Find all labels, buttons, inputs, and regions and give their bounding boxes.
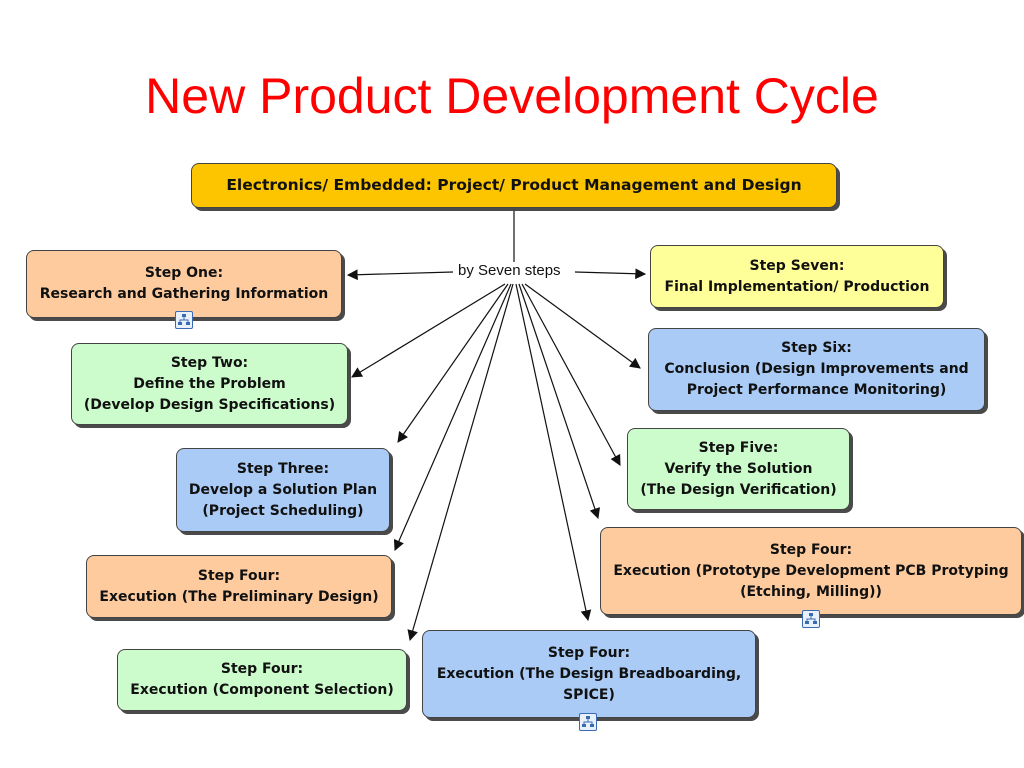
concept-map-icon[interactable] — [579, 713, 597, 731]
step-text: Develop a Solution Plan — [188, 481, 378, 498]
step-four-breadboarding-node[interactable]: Step Four: Execution (The Design Breadbo… — [422, 630, 756, 718]
step-six-node[interactable]: Step Six: Conclusion (Design Improvement… — [648, 328, 985, 411]
step-text: (Develop Design Specifications) — [83, 396, 336, 413]
step-text: (The Design Verification) — [640, 481, 837, 498]
link-label: by Seven steps — [455, 262, 564, 279]
step-four-prototype-node[interactable]: Step Four: Execution (Prototype Developm… — [600, 527, 1022, 615]
root-label: Electronics/ Embedded: Project/ Product … — [226, 176, 802, 194]
step-one-node[interactable]: Step One: Research and Gathering Informa… — [26, 250, 342, 318]
step-text: Define the Problem — [133, 375, 286, 392]
arrow-step-six — [524, 283, 641, 369]
step-heading: Step Four: — [220, 661, 304, 677]
step-heading: Step Four: — [769, 541, 853, 558]
root-node[interactable]: Electronics/ Embedded: Project/ Product … — [191, 163, 837, 208]
concept-map-icon[interactable] — [802, 610, 820, 628]
page-title: New Product Development Cycle — [145, 68, 879, 124]
arrow-step-four-breadboarding — [515, 283, 592, 622]
step-text: (Etching, Milling)) — [740, 583, 882, 600]
arrow-step-five — [521, 283, 621, 466]
step-three-node[interactable]: Step Three: Develop a Solution Plan (Pro… — [176, 448, 390, 532]
step-text: Execution (The Design Breadboarding, — [436, 665, 742, 682]
step-four-component-node[interactable]: Step Four: Execution (Component Selectio… — [117, 649, 407, 711]
concept-map-icon[interactable] — [175, 311, 193, 329]
step-two-node[interactable]: Step Two: Define the Problem (Develop De… — [71, 343, 348, 425]
step-heading: Step Two: — [170, 354, 249, 371]
step-heading: Step One: — [144, 265, 224, 281]
step-heading: Step Four: — [547, 644, 631, 661]
arrow-step-four-component — [407, 283, 514, 642]
step-four-preliminary-node[interactable]: Step Four: Execution (The Preliminary De… — [86, 555, 392, 618]
arrow-step-four-preliminary — [393, 283, 512, 551]
arrow-step-four-prototype — [518, 283, 601, 520]
step-text: Research and Gathering Information — [39, 286, 329, 302]
step-text: Execution (Component Selection) — [130, 682, 394, 698]
step-five-node[interactable]: Step Five: Verify the Solution (The Desi… — [627, 428, 850, 510]
step-heading: Step Four: — [197, 567, 281, 584]
step-text: Conclusion (Design Improvements and — [664, 361, 969, 377]
arrow-step-one — [346, 269, 454, 281]
step-heading: Step Six: — [781, 340, 852, 356]
arrow-step-three — [397, 283, 509, 443]
step-heading: Step Seven: — [749, 257, 845, 274]
step-text: SPICE) — [563, 686, 615, 703]
step-heading: Step Five: — [698, 439, 779, 456]
step-heading: Step Three: — [236, 460, 330, 477]
arrow-step-two — [351, 283, 506, 378]
step-text: Final Implementation/ Production — [664, 278, 930, 295]
step-text: (Project Scheduling) — [202, 502, 364, 519]
step-text: Verify the Solution — [664, 460, 813, 477]
step-text: Project Performance Monitoring) — [686, 382, 947, 398]
step-seven-node[interactable]: Step Seven: Final Implementation/ Produc… — [650, 245, 944, 308]
step-text: Execution (The Preliminary Design) — [99, 588, 379, 605]
step-text: Execution (Prototype Development PCB Pro… — [613, 562, 1009, 579]
arrow-step-seven — [574, 268, 647, 280]
